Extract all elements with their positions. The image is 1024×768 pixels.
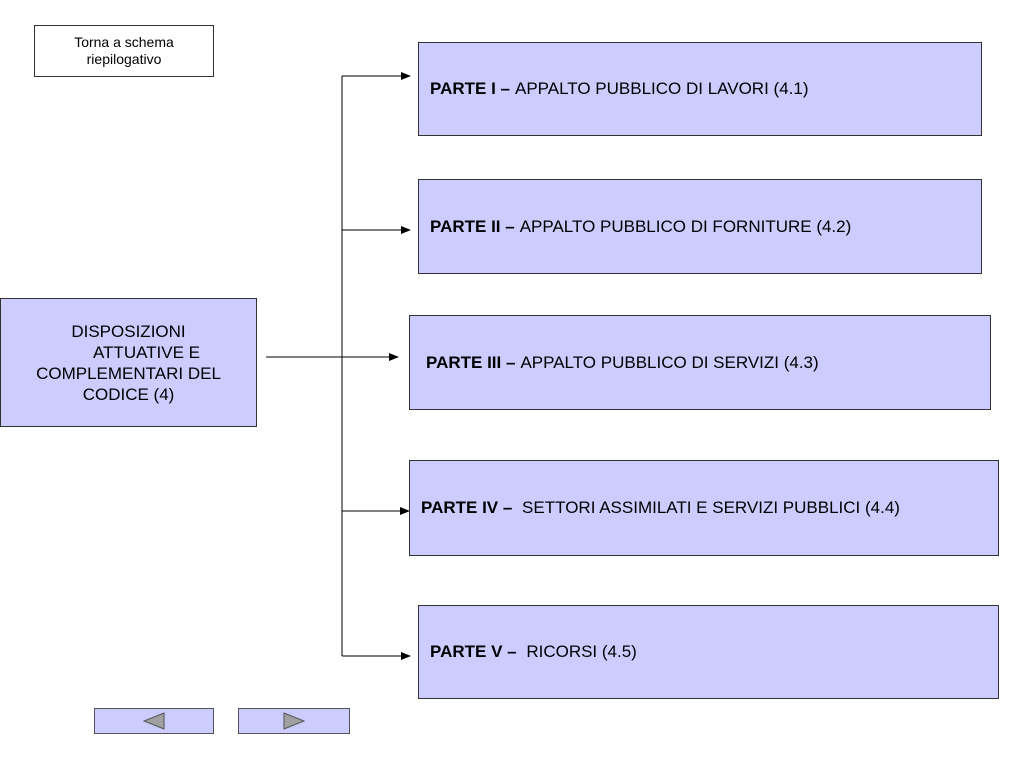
parte-5-text: RICORSI (4.5) <box>521 642 637 661</box>
root-line2: ATTUATIVE E <box>92 342 201 362</box>
parte-4-label: PARTE IV – <box>421 498 513 517</box>
root-line1: DISPOSIZIONI <box>71 321 186 341</box>
parte-3-box[interactable]: PARTE III – APPALTO PUBBLICO DI SERVIZI … <box>409 315 991 410</box>
parte-3-label: PARTE III – <box>426 352 516 372</box>
root-node-disposizioni: DISPOSIZIONI ATTUATIVE E COMPLEMENTARI D… <box>0 298 257 427</box>
triangle-right-icon <box>283 712 305 730</box>
parte-4-text: SETTORI ASSIMILATI E SERVIZI PUBBLICI (4… <box>517 498 900 517</box>
back-link-line2: riepilogativo <box>86 51 162 67</box>
parte-5-box[interactable]: PARTE V – RICORSI (4.5) <box>418 605 999 699</box>
root-line4: CODICE (4) <box>82 384 175 404</box>
parte-1-text: APPALTO PUBBLICO DI LAVORI (4.1) <box>514 79 809 98</box>
back-link-line1: Torna a schema <box>74 34 174 50</box>
parte-4-box[interactable]: PARTE IV – SETTORI ASSIMILATI E SERVIZI … <box>409 460 999 556</box>
back-to-summary-button[interactable]: Torna a schema riepilogativo <box>34 25 214 77</box>
parte-2-text: APPALTO PUBBLICO DI FORNITURE (4.2) <box>519 216 852 236</box>
previous-slide-button[interactable] <box>94 708 214 734</box>
root-line3: COMPLEMENTARI DEL <box>36 363 221 383</box>
parte-1-box[interactable]: PARTE I – APPALTO PUBBLICO DI LAVORI (4.… <box>418 42 982 136</box>
parte-5-label: PARTE V – <box>430 642 517 661</box>
parte-2-box[interactable]: PARTE II – APPALTO PUBBLICO DI FORNITURE… <box>418 179 982 274</box>
parte-2-label: PARTE II – <box>430 216 515 236</box>
next-slide-button[interactable] <box>238 708 350 734</box>
parte-3-text: APPALTO PUBBLICO DI SERVIZI (4.3) <box>520 352 819 372</box>
parte-1-label: PARTE I – <box>430 79 510 98</box>
triangle-left-icon <box>143 712 165 730</box>
